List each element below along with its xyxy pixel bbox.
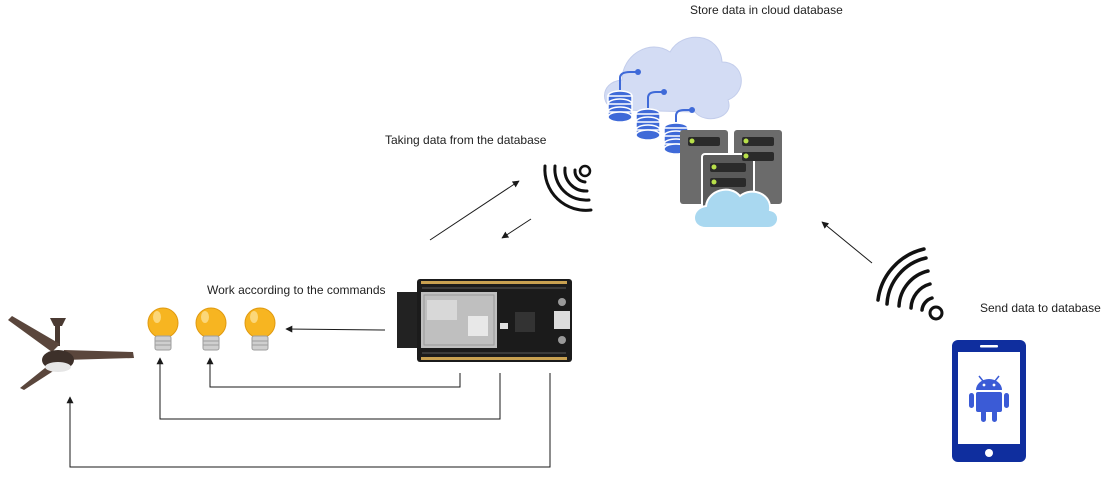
server-icon [680,130,782,229]
lightbulb-icon [244,307,276,351]
cloud-storage-label: Store data in cloud database [690,3,843,17]
work-commands-label: Work according to the commands [207,283,386,297]
smartphone-icon [952,340,1026,462]
esp32-board-icon [397,279,572,362]
wifi-signal-icon [876,247,944,321]
lightbulb-icon [195,307,227,351]
send-data-label: Send data to database [980,301,1101,315]
taking-data-label: Taking data from the database [385,133,547,147]
wifi-signal-icon [543,164,593,212]
ceiling-fan-icon [8,316,134,390]
lightbulb-icon [147,307,179,351]
connector-lines [66,180,873,468]
android-icon [969,375,1009,422]
